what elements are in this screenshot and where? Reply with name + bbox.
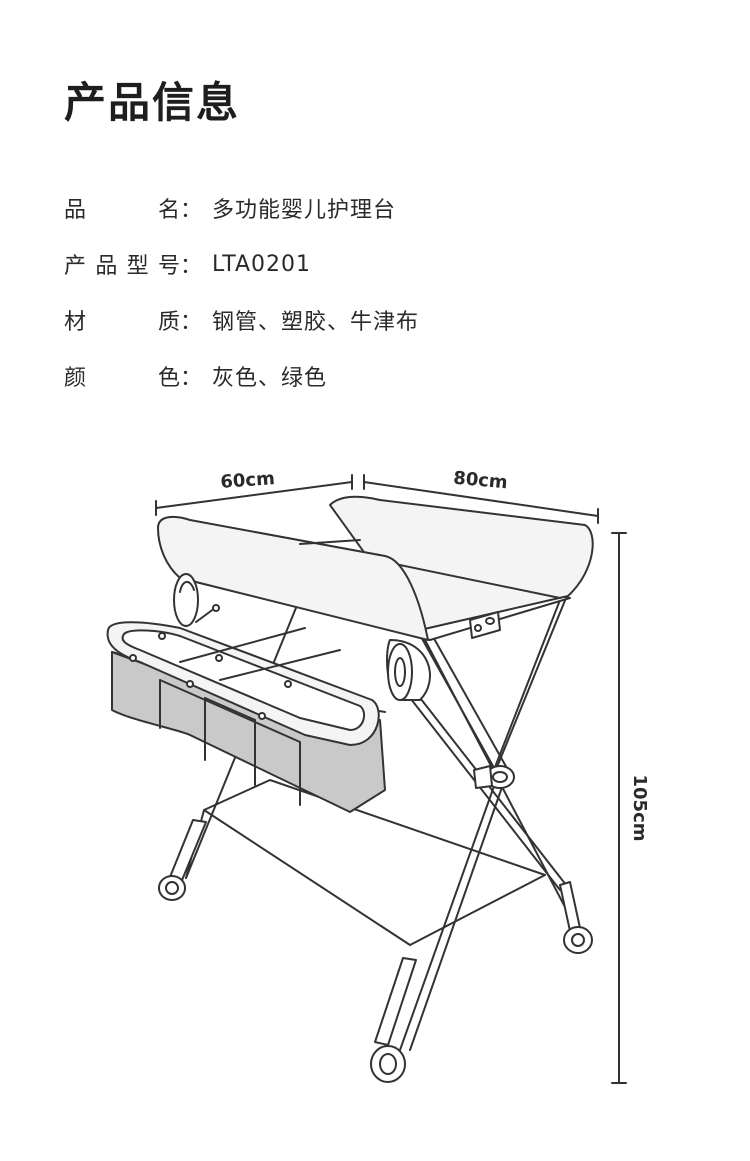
spec-label-char: 品	[95, 254, 118, 279]
height-dimension-line	[611, 532, 627, 1084]
brand-tag	[469, 611, 501, 639]
width-dimension-line	[155, 474, 353, 516]
spec-label-char: 产	[64, 254, 87, 279]
spec-colon: ：	[180, 198, 203, 223]
end-bolster-left	[173, 573, 220, 627]
storage-basket	[106, 621, 386, 813]
length-label: 80cm	[452, 468, 508, 494]
front-caster	[370, 957, 417, 1083]
length-dimension-line	[363, 474, 599, 524]
spec-label-char: 材	[64, 310, 87, 335]
spec-row-model: 产 品 型 号 ： LTA0201	[64, 244, 704, 284]
width-label: 60cm	[220, 468, 276, 493]
spec-label-char: 号	[157, 254, 180, 279]
spec-colon: ：	[180, 366, 203, 391]
spec-label: 品 名	[64, 192, 180, 224]
spec-label-char: 名	[157, 198, 180, 223]
spec-label-char: 型	[126, 254, 149, 279]
spec-value: 多功能婴儿护理台	[212, 198, 397, 223]
back-left-caster	[158, 819, 207, 901]
spec-row-name: 品 名 ： 多功能婴儿护理台	[64, 188, 704, 228]
spec-value: LTA0201	[212, 251, 311, 277]
spec-list: 品 名 ： 多功能婴儿护理台 产 品 型 号 ： LTA0201 材 质 ： 钢…	[64, 188, 704, 412]
spec-label-char: 色	[157, 366, 180, 391]
spec-label: 颜 色	[64, 360, 180, 392]
back-right-caster	[559, 881, 593, 954]
spec-row-material: 材 质 ： 钢管、塑胶、牛津布	[64, 300, 704, 340]
height-label: 105cm	[629, 775, 650, 842]
side-bolster-left	[157, 515, 429, 641]
spec-value: 钢管、塑胶、牛津布	[212, 310, 420, 335]
hinge-joint	[473, 765, 515, 789]
spec-colon: ：	[180, 310, 203, 335]
changing-table-diagram: 60cm 80cm 105cm	[106, 468, 650, 1084]
spec-row-color: 颜 色 ： 灰色、绿色	[64, 356, 704, 396]
spec-label: 产 品 型 号	[64, 248, 180, 280]
page-title: 产品信息	[64, 78, 241, 127]
spec-label-char: 颜	[64, 366, 87, 391]
end-bolster-front	[386, 639, 431, 701]
spec-label-char: 质	[157, 310, 180, 335]
spec-value: 灰色、绿色	[212, 366, 328, 391]
lower-shelf	[203, 779, 546, 946]
spec-label: 材 质	[64, 304, 180, 336]
spec-label-char: 品	[64, 198, 87, 223]
spec-colon: ：	[180, 254, 203, 279]
